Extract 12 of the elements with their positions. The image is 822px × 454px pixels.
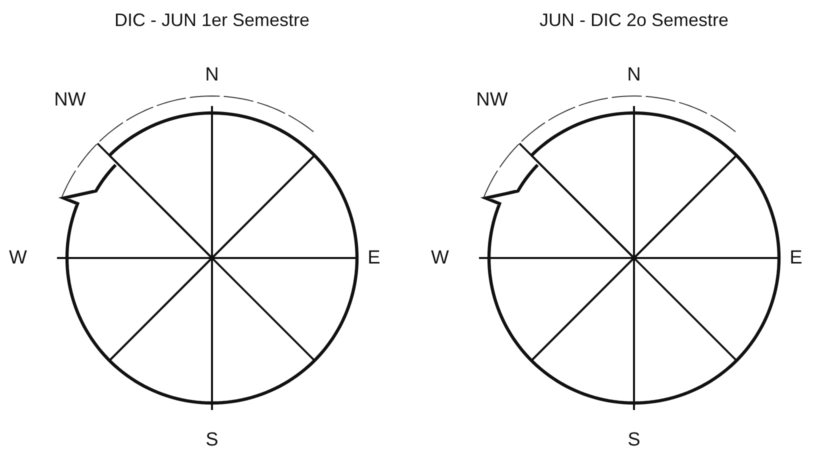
chart-title: JUN - DIC 2o Semestre: [539, 11, 729, 29]
direction-label: NW: [54, 90, 86, 110]
direction-label: E: [368, 248, 380, 268]
direction-label: N: [205, 66, 219, 84]
direction-label: N: [627, 66, 641, 84]
direction-label: W: [431, 248, 449, 268]
direction-label: S: [628, 430, 640, 450]
direction-label: NW: [476, 90, 508, 110]
direction-label: W: [9, 248, 27, 268]
chart-title: DIC - JUN 1er Semestre: [114, 11, 310, 29]
direction-label: S: [206, 430, 218, 450]
direction-label: E: [790, 248, 802, 268]
